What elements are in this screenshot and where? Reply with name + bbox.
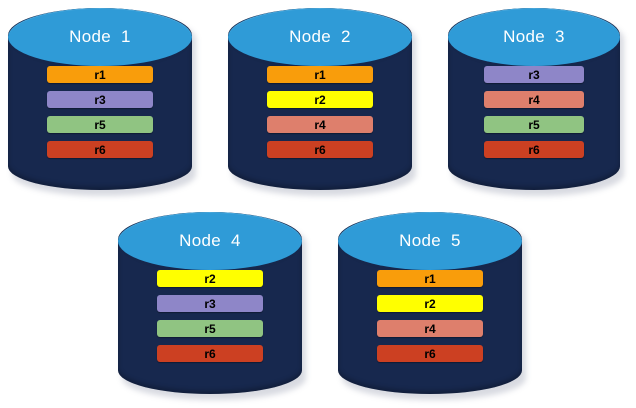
cylinder-top-ellipse	[228, 8, 412, 66]
record-bar[interactable]: r3	[156, 295, 264, 312]
cylinder-top-ellipse	[338, 212, 522, 270]
record-bar[interactable]: r6	[484, 141, 584, 158]
record-bar[interactable]: r2	[156, 270, 264, 287]
record-bar[interactable]: r6	[266, 141, 374, 158]
record-list: r1 r2 r4 r6	[376, 270, 484, 362]
record-bar[interactable]: r6	[46, 141, 154, 158]
record-bar[interactable]: r1	[376, 270, 484, 287]
record-bar[interactable]: r2	[266, 91, 374, 108]
record-list: r1 r3 r5 r6	[46, 66, 154, 158]
record-bar[interactable]: r6	[156, 345, 264, 362]
cylinder-top-ellipse	[448, 8, 620, 66]
cylinder-top-ellipse	[8, 8, 192, 66]
record-bar[interactable]: r4	[266, 116, 374, 133]
record-list: r1 r2 r4 r6	[266, 66, 374, 158]
record-list: r2 r3 r5 r6	[156, 270, 264, 362]
record-bar[interactable]: r2	[376, 295, 484, 312]
record-bar[interactable]: r6	[376, 345, 484, 362]
record-bar[interactable]: r1	[46, 66, 154, 83]
record-bar[interactable]: r5	[484, 116, 584, 133]
record-list: r3 r4 r5 r6	[484, 66, 584, 158]
record-bar[interactable]: r5	[46, 116, 154, 133]
cylinder-top-ellipse	[118, 212, 302, 270]
record-bar[interactable]: r4	[376, 320, 484, 337]
record-bar[interactable]: r3	[46, 91, 154, 108]
record-bar[interactable]: r1	[266, 66, 374, 83]
record-bar[interactable]: r5	[156, 320, 264, 337]
record-bar[interactable]: r4	[484, 91, 584, 108]
record-bar[interactable]: r3	[484, 66, 584, 83]
